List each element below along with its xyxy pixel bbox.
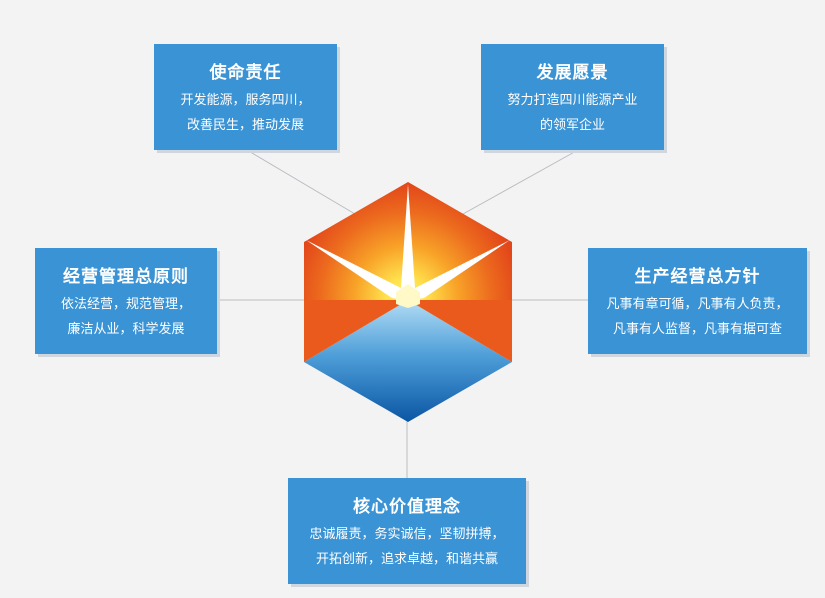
card-title: 使命责任 bbox=[209, 63, 282, 83]
card-text-line: 凡事有人监督，凡事有据可查 bbox=[612, 322, 782, 337]
card-core-values: 核心价值理念 忠诚履责，务实诚信，坚韧拼搏， 开拓创新，追求卓越，和谐共赢 bbox=[288, 478, 526, 584]
card-text-line: 忠诚履责，务实诚信，坚韧拼搏， bbox=[309, 527, 505, 542]
card-production-policy: 生产经营总方针 凡事有章可循，凡事有人负责， 凡事有人监督，凡事有据可查 bbox=[588, 248, 807, 354]
card-development-vision: 发展愿景 努力打造四川能源产业 的领军企业 bbox=[481, 44, 664, 150]
connector-mission bbox=[246, 149, 356, 215]
card-text-line: 开发能源，服务四川， bbox=[180, 93, 311, 108]
hexagon-bottom-region bbox=[304, 300, 512, 422]
card-management-principles: 经营管理总原则 依法经营，规范管理， 廉洁从业，科学发展 bbox=[35, 248, 217, 354]
card-text-line: 努力打造四川能源产业 bbox=[507, 93, 638, 108]
star-shape bbox=[306, 184, 510, 301]
card-title: 经营管理总原则 bbox=[63, 267, 189, 287]
card-title: 核心价值理念 bbox=[353, 497, 461, 517]
card-text-line: 的领军企业 bbox=[539, 118, 605, 133]
connector-vision bbox=[462, 149, 579, 215]
card-text-line: 凡事有章可循，凡事有人负责， bbox=[606, 297, 789, 312]
card-title: 生产经营总方针 bbox=[634, 267, 761, 287]
card-text-line: 依法经营，规范管理， bbox=[60, 297, 191, 312]
hexagon-logo bbox=[304, 182, 512, 422]
card-text-line: 改善民生，推动发展 bbox=[186, 118, 304, 133]
card-title: 发展愿景 bbox=[536, 63, 609, 83]
card-text-line: 开拓创新，追求卓越，和谐共赢 bbox=[315, 552, 498, 567]
hexagon-right-lower bbox=[408, 300, 512, 362]
hexagon-left-lower bbox=[304, 300, 408, 362]
card-mission-responsibility: 使命责任 开发能源，服务四川， 改善民生，推动发展 bbox=[154, 44, 337, 150]
card-text-line: 廉洁从业，科学发展 bbox=[67, 322, 185, 337]
star-center bbox=[396, 284, 420, 308]
